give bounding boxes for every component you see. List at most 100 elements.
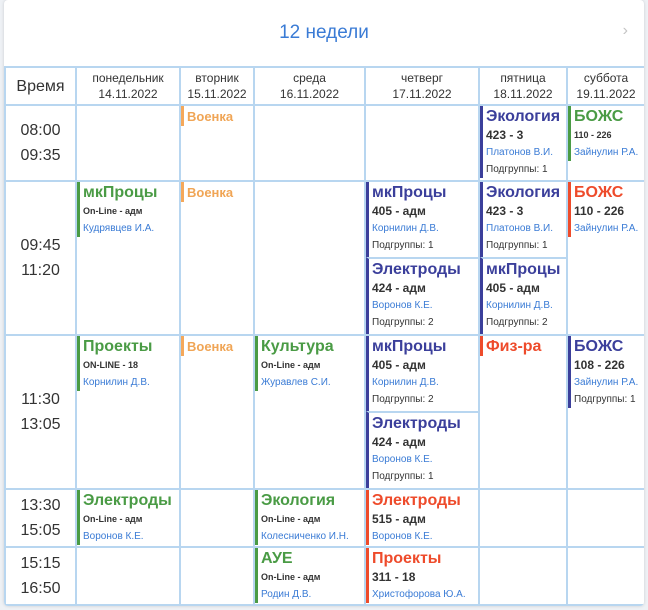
lesson-subject: мкПроцы — [372, 338, 447, 355]
lesson-groups: Подгруппы: 2 — [372, 394, 434, 405]
lesson-subject: Электроды — [372, 492, 461, 509]
lesson-card[interactable]: Культура On-Line - адм Журавлев С.И. — [256, 337, 363, 391]
lesson-teacher[interactable]: Корнилин Д.В. — [372, 223, 439, 234]
lesson-room: 424 - адм — [372, 435, 426, 449]
empty-cell — [364, 104, 480, 182]
lesson-teacher[interactable]: Воронов К.Е. — [372, 300, 433, 311]
slot-end: 09:35 — [20, 147, 61, 164]
lesson-groups: Подгруппы: 2 — [486, 317, 548, 328]
lesson-teacher[interactable]: Колесниченко И.Н. — [261, 531, 349, 542]
lesson-subject: мкПроцы — [486, 261, 561, 278]
empty-cell — [75, 104, 181, 182]
lesson-teacher[interactable]: Воронов К.Е. — [83, 531, 144, 542]
lesson-subject: Электроды — [83, 492, 172, 509]
lesson-card[interactable]: мкПроцы 405 - адм Корнилин Д.В. Подгрупп… — [481, 257, 565, 333]
lesson-card[interactable]: Физ-ра — [481, 337, 565, 356]
lesson-groups: Подгруппы: 1 — [486, 240, 548, 251]
day-name: среда — [293, 71, 326, 85]
lesson-room: On-Line - адм — [83, 514, 143, 524]
lesson-card[interactable]: Электроды 424 - адм Воронов К.Е. Подгруп… — [367, 257, 477, 333]
lesson-card[interactable]: Военка — [182, 337, 252, 356]
time-cell: 08:00 09:35 — [4, 104, 77, 182]
empty-cell — [179, 488, 255, 548]
day-date: 17.11.2022 — [392, 87, 452, 101]
lesson-teacher[interactable]: Воронов К.Е. — [372, 454, 433, 465]
lesson-card[interactable]: мкПроцы 405 - адм Корнилин Д.В. Подгрупп… — [367, 337, 477, 411]
slot-end: 13:05 — [20, 416, 61, 433]
lesson-teacher[interactable]: Корнилин Д.В. — [83, 377, 150, 388]
lesson-cell: Военка — [179, 334, 255, 490]
lesson-card[interactable]: БОЖС 110 - 226 Зайнулин Р.А. — [569, 107, 643, 161]
lesson-teacher[interactable]: Корнилин Д.В. — [372, 377, 439, 388]
lesson-teacher[interactable]: Христофорова Ю.А. — [372, 589, 466, 600]
lesson-card[interactable]: Экология 423 - 3 Платонов В.И. Подгруппы… — [481, 107, 565, 178]
lesson-cell: Проекты ON-LINE - 18 Корнилин Д.В. — [75, 334, 181, 490]
empty-cell — [179, 546, 255, 606]
empty-cell — [75, 546, 181, 606]
day-date: 16.11.2022 — [279, 87, 340, 101]
day-header-wednesday: среда 16.11.2022 — [253, 66, 366, 106]
slot-start: 11:30 — [21, 391, 60, 408]
lesson-subject: Экология — [261, 492, 336, 509]
lesson-room: 110 - 226 — [574, 130, 612, 140]
lesson-card[interactable]: Проекты ON-LINE - 18 Корнилин Д.В. — [78, 337, 178, 391]
lesson-card[interactable]: Военка — [182, 107, 252, 126]
slot-end: 15:05 — [20, 522, 61, 539]
lesson-cell: Электроды On-Line - адм Воронов К.Е. — [75, 488, 181, 548]
lesson-groups: Подгруппы: 1 — [372, 471, 434, 482]
lesson-cell: мкПроцы 405 - адм Корнилин Д.В. Подгрупп… — [364, 180, 480, 336]
lesson-room: On-Line - адм — [261, 360, 321, 370]
lesson-card[interactable]: мкПроцы On-Line - адм Кудрявцев И.А. — [78, 183, 178, 237]
empty-cell — [478, 488, 568, 548]
lesson-card[interactable]: Военка — [182, 183, 252, 202]
lesson-room: 405 - адм — [372, 204, 426, 218]
lesson-teacher[interactable]: Журавлев С.И. — [261, 377, 331, 388]
lesson-teacher[interactable]: Зайнулин Р.А. — [574, 377, 639, 388]
lesson-card[interactable]: БОЖС 108 - 226 Зайнулин Р.А. Подгруппы: … — [569, 337, 643, 408]
empty-cell — [566, 488, 644, 548]
lesson-subject: Экология — [486, 184, 561, 201]
lesson-cell: Экология 423 - 3 Платонов В.И. Подгруппы… — [478, 104, 568, 182]
lesson-teacher[interactable]: Платонов В.И. — [486, 147, 553, 158]
lesson-room: 108 - 226 — [574, 358, 625, 372]
lesson-subject: Электроды — [372, 415, 461, 432]
lesson-teacher[interactable]: Зайнулин Р.А. — [574, 223, 639, 234]
lesson-teacher[interactable]: Зайнулин Р.А. — [574, 147, 639, 158]
lesson-card[interactable]: БОЖС 110 - 226 Зайнулин Р.А. — [569, 183, 643, 237]
lesson-subject: Проекты — [372, 550, 442, 567]
lesson-card[interactable]: Экология On-Line - адм Колесниченко И.Н. — [256, 491, 363, 545]
lesson-teacher[interactable]: Корнилин Д.В. — [486, 300, 553, 311]
chevron-right-icon[interactable]: › — [622, 22, 628, 39]
lesson-card[interactable]: Электроды 424 - адм Воронов К.Е. Подгруп… — [367, 411, 477, 487]
lesson-cell: Физ-ра — [478, 334, 568, 490]
lesson-subject: БОЖС — [574, 338, 624, 355]
lesson-cell: БОЖС 108 - 226 Зайнулин Р.А. Подгруппы: … — [566, 334, 644, 490]
lesson-card[interactable]: Экология 423 - 3 Платонов В.И. Подгруппы… — [481, 183, 565, 257]
lesson-card[interactable]: мкПроцы 405 - адм Корнилин Д.В. Подгрупп… — [367, 183, 477, 257]
lesson-card[interactable]: АУЕ On-Line - адм Родин Д.В. — [256, 549, 363, 603]
lesson-cell: Экология 423 - 3 Платонов В.И. Подгруппы… — [478, 180, 568, 336]
lesson-cell: Военка — [179, 180, 255, 336]
lesson-room: On-Line - адм — [261, 514, 321, 524]
lesson-teacher[interactable]: Родин Д.В. — [261, 589, 312, 600]
slot-start: 15:15 — [20, 555, 61, 572]
lesson-cell: мкПроцы On-Line - адм Кудрявцев И.А. — [75, 180, 181, 336]
slot-start: 08:00 — [20, 122, 61, 139]
lesson-card[interactable]: Проекты 311 - 18 Христофорова Ю.А. — [367, 549, 477, 603]
slot-row: 13:30 15:05 Электроды On-Line - адм Ворон… — [4, 488, 644, 548]
lesson-teacher[interactable]: Кудрявцев И.А. — [83, 223, 155, 234]
slot-start: 13:30 — [20, 497, 61, 514]
lesson-card[interactable]: Электроды 515 - адм Воронов К.Е. — [367, 491, 477, 545]
day-date: 14.11.2022 — [98, 87, 158, 101]
lesson-groups: Подгруппы: 1 — [372, 240, 434, 251]
lesson-teacher[interactable]: Платонов В.И. — [486, 223, 553, 234]
lesson-subject: БОЖС — [574, 184, 624, 201]
lesson-card[interactable]: Электроды On-Line - адм Воронов К.Е. — [78, 491, 178, 545]
lesson-teacher[interactable]: Воронов К.Е. — [372, 531, 433, 542]
